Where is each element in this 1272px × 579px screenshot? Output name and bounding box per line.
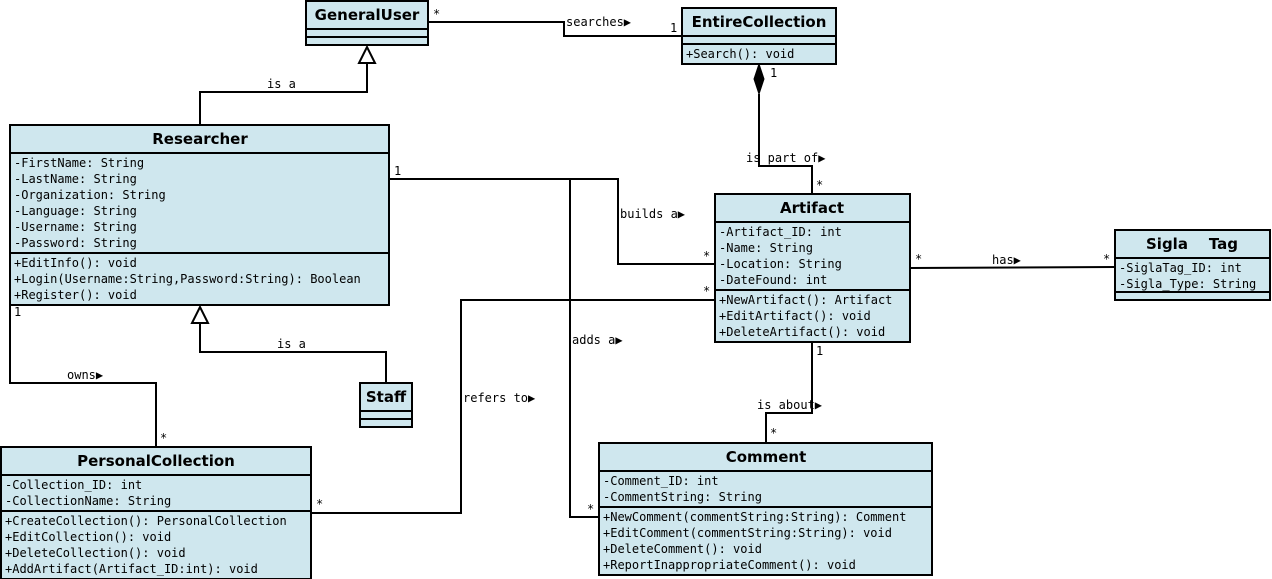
method: +DeleteComment(): void: [603, 542, 762, 556]
class-name: Staff: [366, 388, 407, 406]
searches-from-multiplicity: *: [433, 7, 440, 21]
class-entire-collection: EntireCollection +Search(): void: [681, 7, 837, 65]
attribute: -Name: String: [719, 241, 813, 255]
owns-from-multiplicity: 1: [14, 305, 21, 319]
attribute: -DateFound: int: [719, 273, 827, 287]
method: +EditInfo(): void: [14, 256, 137, 270]
has-from-multiplicity: *: [915, 252, 922, 266]
builds-a-from-multiplicity: 1: [394, 164, 401, 178]
attribute: -Location: String: [719, 257, 842, 271]
method: +NewArtifact(): Artifact: [719, 293, 892, 307]
method: +AddArtifact(Artifact_ID:int): void: [5, 562, 258, 576]
refers-to-to-multiplicity: *: [703, 284, 710, 298]
attribute: -LastName: String: [14, 172, 137, 186]
attribute: -Collection_ID: int: [5, 478, 142, 492]
class-name: Researcher: [152, 130, 248, 148]
class-artifact: Artifact -Artifact_ID: int -Name: String…: [714, 193, 911, 343]
method: +Login(Username:String,Password:String):…: [14, 272, 361, 286]
class-general-user: GeneralUser: [305, 0, 429, 46]
staff-generalization-edge: [199, 323, 387, 383]
owns-label: owns▶: [67, 368, 104, 382]
owns-to-multiplicity: *: [160, 431, 167, 445]
is-part-of-from-multiplicity: 1: [770, 66, 777, 80]
has-label: has▶: [992, 253, 1022, 267]
class-name: GeneralUser: [315, 6, 420, 24]
researcher-is-a-label: is a: [267, 77, 296, 91]
is-about-label: is about▶: [757, 398, 823, 412]
researcher-generalization-edge: [199, 63, 368, 125]
is-part-of-label: is part of▶: [746, 151, 826, 165]
class-comment: Comment -Comment_ID: int -CommentString:…: [598, 442, 933, 576]
class-name: Artifact: [780, 199, 844, 217]
method: +EditArtifact(): void: [719, 309, 871, 323]
class-name: Comment: [726, 448, 807, 466]
searches-label: searches▶: [566, 15, 632, 29]
method: +Search(): void: [686, 47, 794, 61]
owns-edge: [9, 305, 157, 447]
method: +EditCollection(): void: [5, 530, 171, 544]
is-about-to-multiplicity: *: [770, 426, 777, 440]
method: +NewComment(commentString:String): Comme…: [603, 510, 906, 524]
is-part-of-to-multiplicity: *: [816, 178, 823, 192]
adds-a-label: adds a▶: [572, 333, 623, 347]
method: +Register(): void: [14, 288, 137, 302]
attribute: -CommentString: String: [603, 490, 762, 504]
refers-to-edge: [311, 299, 715, 514]
is-about-edge: [765, 342, 813, 443]
class-sigla-tag: Sigla Tag -SiglaTag_ID: int -Sigla_Type:…: [1114, 229, 1271, 301]
searches-edge: [428, 21, 682, 37]
generalization-arrowhead: [357, 44, 377, 64]
attribute: -CollectionName: String: [5, 494, 171, 508]
method: +DeleteArtifact(): void: [719, 325, 885, 339]
searches-to-multiplicity: 1: [670, 21, 677, 35]
class-staff: Staff: [359, 382, 413, 428]
attribute: -Password: String: [14, 236, 137, 250]
builds-a-label: builds a▶: [620, 207, 686, 221]
method: +CreateCollection(): PersonalCollection: [5, 514, 287, 528]
generalization-arrowhead: [190, 304, 210, 324]
attribute: -Artifact_ID: int: [719, 225, 842, 239]
class-name: PersonalCollection: [77, 452, 235, 470]
builds-a-edge: [389, 178, 715, 265]
is-part-of-edge: [758, 94, 813, 194]
composition-diamond: [753, 62, 765, 96]
method: +DeleteCollection(): void: [5, 546, 186, 560]
attribute: -Comment_ID: int: [603, 474, 719, 488]
has-edge: [909, 266, 1116, 269]
class-personal-collection: PersonalCollection -Collection_ID: int -…: [0, 446, 312, 579]
staff-is-a-label: is a: [277, 337, 306, 351]
refers-to-from-multiplicity: *: [316, 497, 323, 511]
attribute: -Organization: String: [14, 188, 166, 202]
refers-to-label: refers to▶: [463, 391, 536, 405]
method: +ReportInappropriateComment(): void: [603, 558, 856, 572]
adds-a-edge: [389, 178, 599, 518]
adds-a-to-multiplicity: *: [587, 502, 594, 516]
builds-a-to-multiplicity: *: [703, 249, 710, 263]
attribute: -FirstName: String: [14, 156, 144, 170]
has-to-multiplicity: *: [1103, 252, 1110, 266]
attribute: -Language: String: [14, 204, 137, 218]
method: +EditComment(commentString:String): void: [603, 526, 892, 540]
attribute: -SiglaTag_ID: int: [1119, 261, 1242, 275]
class-name: EntireCollection: [692, 13, 827, 31]
class-name: Sigla Tag: [1146, 235, 1238, 253]
is-about-from-multiplicity: 1: [816, 344, 823, 358]
class-researcher: Researcher -FirstName: String -LastName:…: [9, 124, 390, 306]
attribute: -Username: String: [14, 220, 137, 234]
attribute: -Sigla_Type: String: [1119, 277, 1256, 291]
